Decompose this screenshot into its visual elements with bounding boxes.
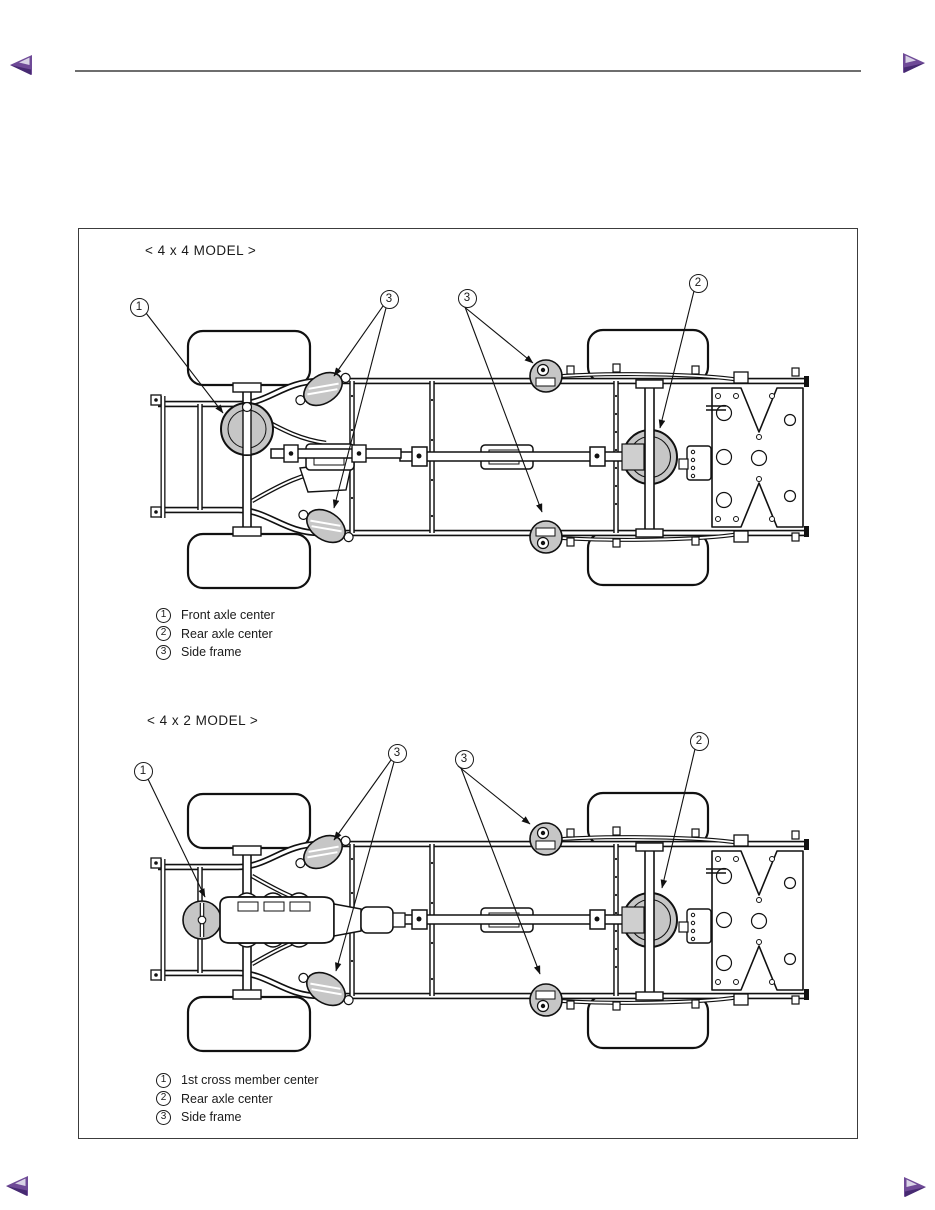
first-cross-member-marker-4x2: [182, 900, 222, 940]
leader-lines-4x2: [147, 748, 696, 975]
section-title-4x4: < 4 x 4 MODEL >: [145, 243, 257, 258]
chassis-diagram-4x4: [145, 290, 857, 602]
nav-next-arrow-icon: [903, 53, 925, 73]
callout-2-4x2: 2: [689, 731, 709, 751]
legend-4x2: 1 1st cross member center 2 Rear axle ce…: [156, 1072, 319, 1125]
legend-num: 3: [156, 644, 171, 660]
legend-label: Side frame: [181, 645, 242, 660]
legend-row: 3 Side frame: [156, 1109, 319, 1125]
legend-label: Side frame: [181, 1110, 242, 1125]
legend-row: 3 Side frame: [156, 644, 275, 660]
prev-page-button-top[interactable]: [8, 53, 34, 77]
nav-prev-arrow-icon: [6, 1176, 28, 1196]
legend-num: 1: [156, 607, 171, 623]
chassis-diagram-4x2: [147, 748, 857, 1066]
legend-label: Rear axle center: [181, 626, 273, 641]
callout-3a-4x2: 3: [387, 743, 407, 763]
callout-1-4x2: 1: [133, 761, 153, 781]
callout-3a-4x4: 3: [379, 289, 399, 309]
front-driveshaft-4x4: [270, 444, 402, 463]
legend-row: 2 Rear axle center: [156, 626, 275, 642]
figure-frame: [78, 228, 858, 1139]
front-differential-4x4: [220, 401, 274, 456]
prev-page-button-bottom[interactable]: [4, 1174, 30, 1198]
callout-2-4x4: 2: [688, 273, 708, 293]
legend-num: 1: [156, 1072, 171, 1088]
legend-label: Rear axle center: [181, 1091, 273, 1106]
next-page-button-top[interactable]: [901, 51, 927, 75]
legend-row: 1 1st cross member center: [156, 1072, 319, 1088]
section-title-4x2: < 4 x 2 MODEL >: [147, 713, 259, 728]
nav-next-arrow-icon: [904, 1177, 926, 1197]
transmission-4x2: [333, 903, 406, 937]
legend-num: 2: [156, 1091, 171, 1107]
nav-prev-arrow-icon: [10, 55, 32, 75]
callout-1-4x4: 1: [129, 297, 149, 317]
legend-row: 1 Front axle center: [156, 607, 275, 623]
legend-label: Front axle center: [181, 608, 275, 623]
legend-4x4: 1 Front axle center 2 Rear axle center 3…: [156, 607, 275, 660]
leader-lines-4x4: [145, 290, 695, 513]
engine-4x2: [219, 892, 335, 948]
legend-num: 2: [156, 626, 171, 642]
callout-3b-4x4: 3: [457, 288, 477, 308]
legend-row: 2 Rear axle center: [156, 1091, 319, 1107]
legend-label: 1st cross member center: [181, 1073, 319, 1088]
header-rule: [75, 70, 861, 72]
legend-num: 3: [156, 1109, 171, 1125]
next-page-button-bottom[interactable]: [902, 1175, 928, 1199]
callout-3b-4x2: 3: [454, 749, 474, 769]
